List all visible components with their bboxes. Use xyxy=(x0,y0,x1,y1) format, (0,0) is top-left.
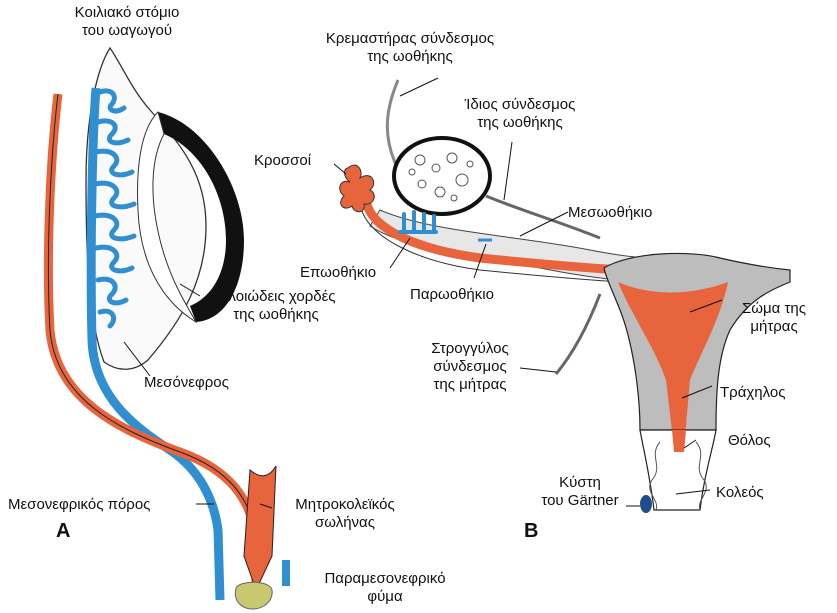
label-paramesonephric-duct: Μητροκολεϊκός σωλήνας xyxy=(270,496,420,532)
label-paroophoron: Παρωοθήκιο xyxy=(410,286,494,304)
label-proper-ligament: Ίδιος σύνδεσμος της ωοθήκης xyxy=(440,96,600,132)
panel-label-a: A xyxy=(56,520,70,543)
label-paramesonephric-line1: Μητροκολεϊκός xyxy=(270,496,420,514)
label-vagina: Κολεός xyxy=(716,484,764,502)
label-coelomic-line1: Κοιλιακό στόμιο xyxy=(52,4,202,22)
label-proper-line1: Ίδιος σύνδεσμος xyxy=(440,96,600,114)
label-fimbriae: Κροσσοί xyxy=(254,152,311,170)
label-paramesonephric-line2: σωλήνας xyxy=(270,514,420,532)
label-gartner-line1: Κύστη xyxy=(530,474,630,492)
label-mesovarium: Μεσωοθήκιο xyxy=(568,204,652,222)
panel-label-b: B xyxy=(524,520,538,543)
label-coelomic-opening: Κοιλιακό στόμιο του ωαγωγού xyxy=(52,4,202,40)
label-paramesonephric-tubercle: Παραμεσονεφρικό φύμα xyxy=(300,570,470,606)
label-cortical-line2: της ωοθήκης xyxy=(196,306,356,324)
label-mesonephric-duct: Μεσονεφρικός πόρος xyxy=(8,496,150,514)
ovary xyxy=(394,138,490,214)
label-cortical-cords: Φλοιώδεις χορδές της ωοθήκης xyxy=(196,288,356,324)
gartner-cyst xyxy=(640,495,652,513)
label-gartner-line2: του Gärtner xyxy=(530,492,630,510)
label-uterus-body: Σώμα της μήτρας xyxy=(724,300,824,336)
label-cervix: Τράχηλος xyxy=(720,384,785,402)
label-suspensory-line2: της ωοθήκης xyxy=(300,48,520,66)
label-round-line2: σύνδεσμος xyxy=(412,358,528,376)
label-round-ligament: Στρογγύλος σύνδεσμος της μήτρας xyxy=(412,340,528,394)
round-ligament xyxy=(556,294,600,374)
label-cortical-line1: Φλοιώδεις χορδές xyxy=(196,288,356,306)
label-proper-line2: της ωοθήκης xyxy=(440,114,600,132)
label-mesonephros: Μεσόνεφρος xyxy=(144,374,229,392)
label-epoophoron: Επωοθήκιο xyxy=(300,264,376,282)
label-gartner-cyst: Κύστη του Gärtner xyxy=(530,474,630,510)
label-round-line3: της μήτρας xyxy=(412,376,528,394)
paramesonephric-tubercle xyxy=(235,582,272,609)
panel-b-drawing xyxy=(334,78,790,513)
cervix-canal xyxy=(672,430,686,452)
label-tubercle-line2: φύμα xyxy=(300,588,470,606)
panel-a-drawing xyxy=(48,48,290,609)
label-coelomic-line2: του ωαγωγού xyxy=(52,22,202,40)
label-uterus-body-line2: μήτρας xyxy=(724,318,824,336)
label-round-line1: Στρογγύλος xyxy=(412,340,528,358)
label-fornix: Θόλος xyxy=(728,432,771,450)
sinus-stub xyxy=(282,560,290,586)
label-uterus-body-line1: Σώμα της xyxy=(724,300,824,318)
label-suspensory-ligament: Κρεμαστήρας σύνδεσμος της ωοθήκης xyxy=(300,30,520,66)
label-tubercle-line1: Παραμεσονεφρικό xyxy=(300,570,470,588)
label-suspensory-line1: Κρεμαστήρας σύνδεσμος xyxy=(300,30,520,48)
